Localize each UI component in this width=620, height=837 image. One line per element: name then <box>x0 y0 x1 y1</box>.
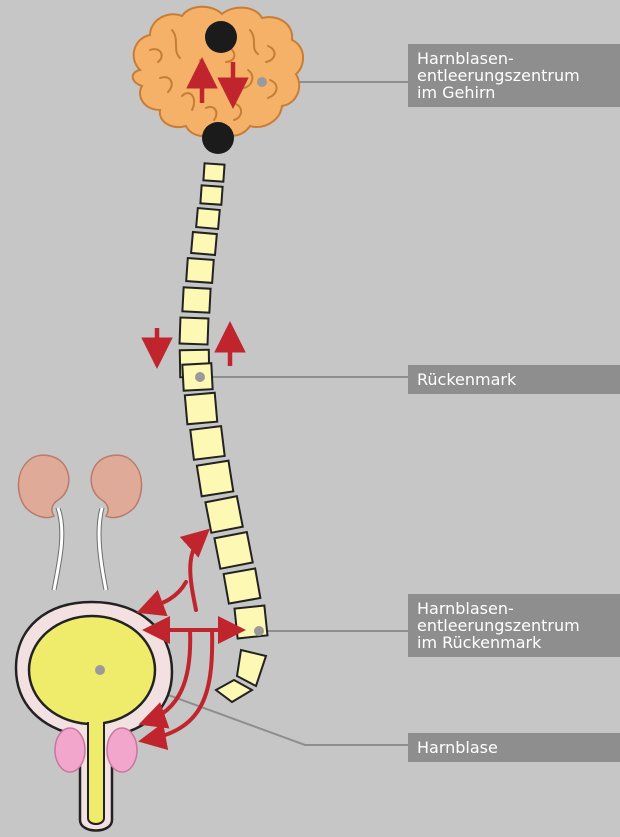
kidneys <box>18 455 141 517</box>
prostate-left <box>55 728 85 772</box>
label-line: Harnblasen- <box>417 50 620 67</box>
label-line: entleerungszentrum <box>417 617 620 634</box>
label-bladder: Harnblase <box>408 733 620 762</box>
label-spinal-center: Harnblasen- entleerungszentrum im Rücken… <box>408 594 620 657</box>
prostate-right <box>107 728 137 772</box>
bladder <box>16 602 172 831</box>
label-line: im Rückenmark <box>417 634 620 651</box>
label-line: entleerungszentrum <box>417 67 620 84</box>
brain-center-dot <box>205 21 237 53</box>
label-line: Rückenmark <box>417 371 620 388</box>
label-line: Harnblase <box>417 739 620 756</box>
spinal-cord <box>180 163 268 702</box>
label-line: Harnblasen- <box>417 600 620 617</box>
label-line: im Gehirn <box>417 84 620 101</box>
label-spinal-cord: Rückenmark <box>408 365 620 394</box>
label-brain-center: Harnblasen- entleerungszentrum im Gehirn <box>408 44 620 107</box>
brainstem-dot <box>202 122 234 154</box>
